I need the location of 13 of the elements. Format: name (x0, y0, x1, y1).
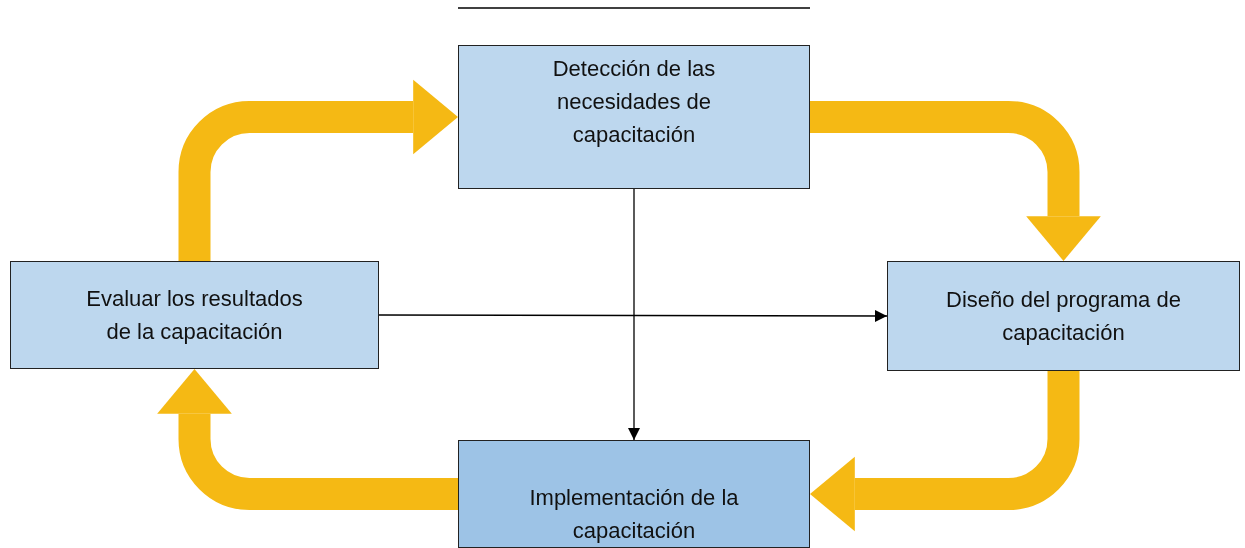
process-box (458, 440, 810, 548)
arrow (378, 310, 888, 322)
process-box (458, 45, 810, 189)
process-box (10, 261, 379, 369)
box-label: Diseño del programa de capacitación (945, 286, 1182, 347)
thick-arrow (157, 369, 458, 510)
box-label: Evaluar los resultados de la capacitación (85, 285, 304, 346)
process-box (887, 261, 1240, 371)
thick-arrow (810, 101, 1101, 261)
box-label: Implementación de la capacitación (528, 484, 740, 545)
arrow (628, 188, 640, 441)
thick-arrow (178, 79, 458, 261)
box-label: Detección de las necesidades de capacitación (551, 55, 717, 149)
